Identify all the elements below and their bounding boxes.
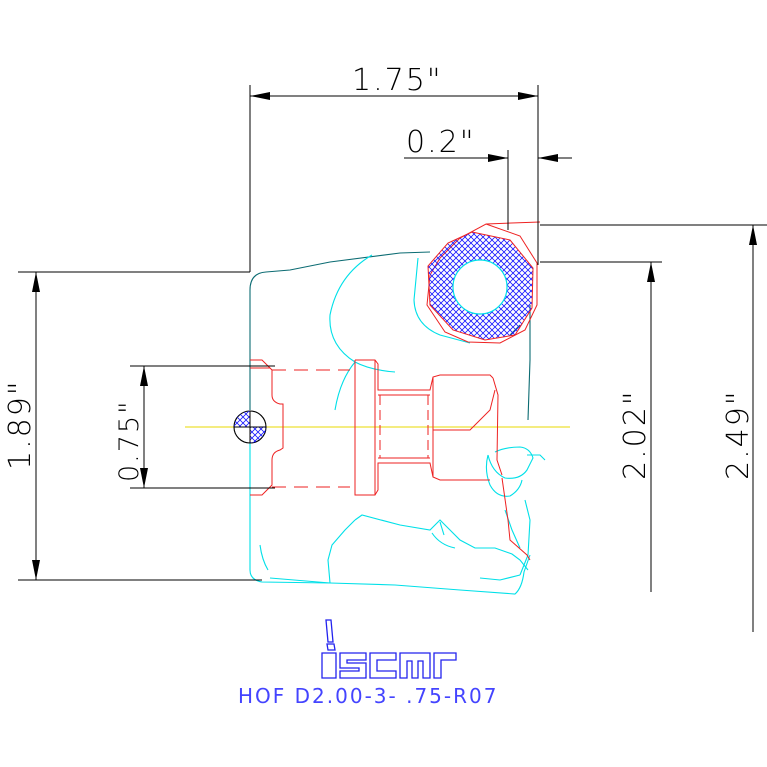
width-dimension-label: 1.75" [352,63,443,98]
part-code-label: HOF D2.00-3- .75-R07 [238,684,498,708]
iscar-logo [321,619,457,679]
bore-dimension-label: 0.75" [114,399,145,482]
center-mark [233,410,267,444]
left-height-dimension-label: 1.89" [3,379,38,470]
insert-screw-hole [452,259,508,315]
dimension-lines [18,85,767,632]
offset-dimension-label: 0.2" [406,125,476,160]
mid-height-dimension-label: 2.02" [618,389,653,480]
tool-body [249,251,546,595]
total-height-dimension-label: 2.49" [721,389,756,480]
